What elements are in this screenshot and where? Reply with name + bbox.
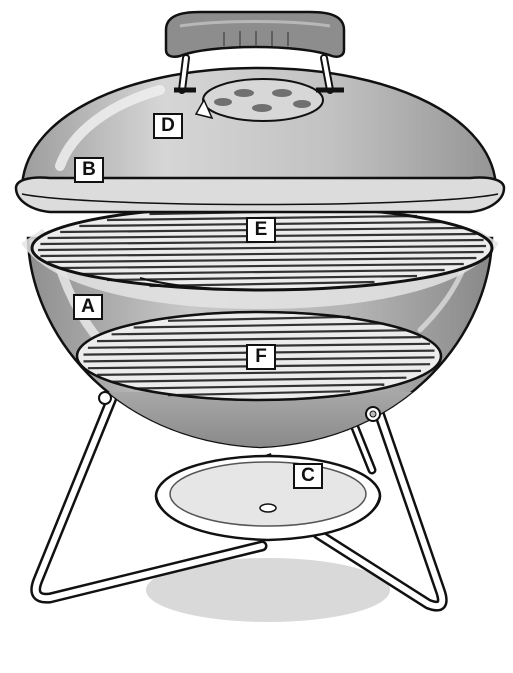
callout-charcoal-grate-label: F [246, 344, 276, 370]
callout-ash-catcher-label: C [293, 463, 323, 489]
grill-lid [16, 68, 504, 212]
callout-bowl-label: A [73, 294, 103, 320]
callout-lid-label: B [74, 157, 104, 183]
callout-cooking-grate-label: E [246, 217, 276, 243]
callout-damper-label: D [153, 113, 183, 139]
ash-catcher [156, 454, 380, 540]
